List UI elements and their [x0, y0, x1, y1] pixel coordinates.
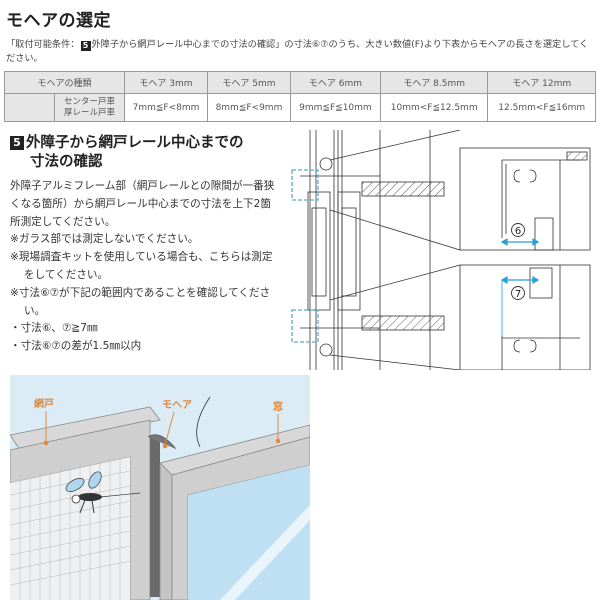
note-glass: ※ガラス部では測定しないでください。: [10, 233, 199, 246]
header-col: モヘア 12mm: [487, 71, 596, 94]
measure-label-7: 7: [511, 286, 525, 300]
range-cell: 12.5mm<F≦16mm: [487, 93, 596, 122]
header-col: モヘア 3mm: [124, 71, 208, 94]
intro-prefix: 「取付可能条件：: [6, 39, 80, 50]
note-range: ※寸法⑥⑦が下記の範囲内であることを確認してください。: [10, 286, 271, 317]
label-screen: 網戸: [34, 397, 54, 410]
range-cell: 8mm≦F<9mm: [206, 93, 291, 122]
header-col: モヘア 8.5mm: [379, 71, 489, 94]
row-label-line1: センター戸車: [63, 96, 115, 107]
measure-label-6: 6: [511, 223, 525, 237]
table-row: センター戸車 厚レール戸車 7mm≦F<8mm 8mm≦F<9mm 9mm≦F≦…: [4, 93, 596, 122]
mosquito-icon: [65, 471, 141, 514]
section-number-badge: 5: [10, 136, 24, 150]
header-mohair-type: モヘアの種類: [4, 71, 125, 94]
label-window: 窓: [273, 400, 283, 413]
instructions: 外障子アルミフレーム部（網戸レールとの隙間が一番狭くなる箇所）から網戸レール中心…: [10, 178, 280, 356]
note-survey-kit: ※現場調査キットを使用している場合も、こちらは測定をしてください。: [10, 251, 273, 281]
svg-text:7: 7: [515, 289, 521, 300]
header-col: モヘア 5mm: [206, 71, 291, 94]
table-header-row: モヘアの種類 モヘア 3mm モヘア 5mm モヘア 6mm モヘア 8.5mm…: [4, 71, 596, 94]
row-label: センター戸車 厚レール戸車: [54, 93, 125, 122]
section-title-line1: 外障子から網戸レール中心までの: [26, 135, 244, 151]
row-label-line2: 厚レール戸車: [63, 107, 115, 118]
section-title-line2: 寸法の確認: [30, 154, 103, 170]
cross-section-drawing: 6 7: [291, 130, 591, 370]
range-cell: 10mm<F≦12.5mm: [379, 93, 489, 122]
svg-text:6: 6: [515, 226, 521, 237]
header-col: モヘア 6mm: [289, 71, 381, 94]
range-cell: 9mm≦F≦10mm: [289, 93, 381, 122]
step-number-badge: 5: [80, 41, 91, 51]
mohair-illustration: 網戸 モヘア 窓: [10, 375, 310, 600]
instruction-main: 外障子アルミフレーム部（網戸レールとの隙間が一番狭くなる箇所）から網戸レール中心…: [10, 180, 275, 228]
bullet-diff: ・寸法⑥⑦の差が1.5㎜以内: [10, 340, 142, 353]
label-mohair: モヘア: [162, 399, 192, 411]
bullet-min: ・寸法⑥、⑦≧7㎜: [10, 322, 98, 335]
page-title: モヘアの選定: [6, 11, 111, 31]
range-cell: 7mm≦F<8mm: [124, 93, 208, 122]
intro-body: 外障子から網戸レール中心までの寸法の確認」の寸法⑥⑦のうち、大きい数値(F)より…: [6, 39, 589, 64]
mohair-selection-table: モヘアの種類 モヘア 3mm モヘア 5mm モヘア 6mm モヘア 8.5mm…: [4, 71, 596, 122]
row-blank-cell: [4, 93, 55, 122]
